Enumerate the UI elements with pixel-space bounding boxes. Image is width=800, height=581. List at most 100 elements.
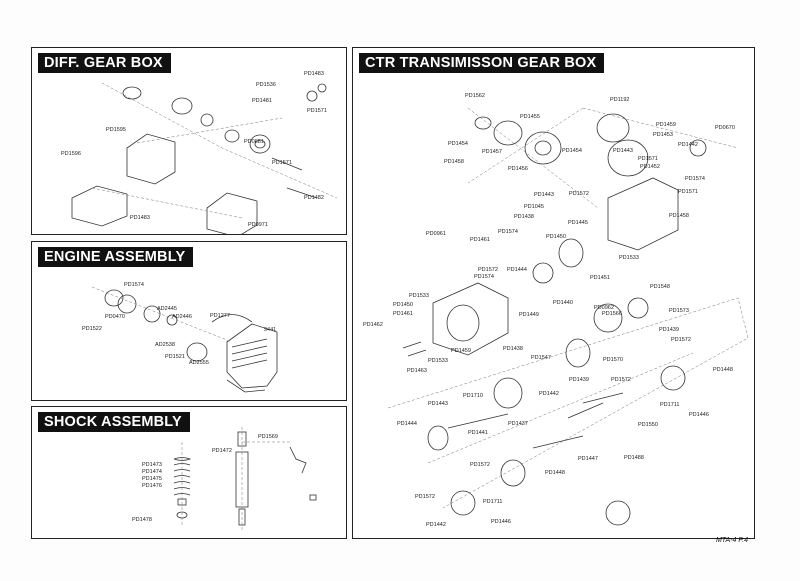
part-label: PD1461 (393, 311, 413, 317)
part-label: PD1574 (685, 176, 705, 182)
part-label: PD1572 (478, 267, 498, 273)
part-label: PD1438 (503, 346, 523, 352)
part-label: PD1439 (659, 327, 679, 333)
part-label: PD1455 (520, 114, 540, 120)
part-label: PD1711 (660, 402, 680, 408)
part-label: AD2445 (157, 306, 177, 312)
part-label: PD1454 (562, 148, 582, 154)
part-label: PD1711 (483, 499, 503, 505)
part-label: PD1441 (468, 430, 488, 436)
part-label: PD1595 (106, 127, 126, 133)
part-label: AD2538 (155, 342, 175, 348)
page-number: MTA-4 P.4 (715, 537, 748, 544)
part-label: PD1475 (142, 476, 162, 482)
part-label: PD1572 (569, 191, 589, 197)
shock-assembly-drawing (173, 427, 317, 532)
part-label: PD1569 (258, 434, 278, 440)
part-label: PD1574 (498, 229, 518, 235)
part-label: PD1571 (272, 160, 292, 166)
part-label: PD1574 (474, 274, 494, 280)
part-label: PD1444 (507, 267, 527, 273)
part-label: AD2446 (172, 314, 192, 320)
part-label: PD1550 (638, 422, 658, 428)
part-label: PD1481 (252, 98, 272, 104)
part-label: PD1571 (638, 156, 658, 162)
part-label: PD1452 (640, 164, 660, 170)
part-label: PD1456 (508, 166, 528, 172)
part-label: PD0961 (426, 231, 446, 237)
part-label: PD1483 (130, 215, 150, 221)
part-label: PD1438 (514, 214, 534, 220)
part-label: PD1277 (210, 313, 230, 319)
part-label: PD1572 (611, 377, 631, 383)
part-label: PD1572 (671, 337, 691, 343)
part-label: PD1488 (624, 455, 644, 461)
diff-gear-box-title: DIFF. GEAR BOX (38, 53, 171, 73)
part-label: PD1596 (61, 151, 81, 157)
part-label: PD1574 (124, 282, 144, 288)
engine-assembly-panel: ENGINE ASSEMBLY PD1574 PD0470 PD1522 AD2… (31, 241, 347, 401)
part-label: PD1548 (650, 284, 670, 290)
part-label: PD1571 (678, 189, 698, 195)
part-label: PD1192 (610, 97, 630, 103)
part-label: PD1572 (415, 494, 435, 500)
part-label: PD0962 (594, 305, 614, 311)
part-label: PD1449 (519, 312, 539, 318)
part-label: PD0470 (105, 314, 125, 320)
part-label: PD1459 (451, 348, 471, 354)
ctr-transmission-title: CTR TRANSIMISSON GEAR BOX (359, 53, 605, 73)
part-label: PD1443 (428, 401, 448, 407)
engine-assembly-title: ENGINE ASSEMBLY (38, 247, 194, 267)
part-label: PD1451 (590, 275, 610, 281)
part-label: PD1445 (568, 220, 588, 226)
part-label: PD1461 (470, 237, 490, 243)
part-label: PD1437 (508, 421, 528, 427)
part-label: PD1533 (428, 358, 448, 364)
part-label: PD1522 (82, 326, 102, 332)
shock-assembly-panel: SHOCK ASSEMBLY PD1569 PD1472 PD1473 PD14… (31, 406, 347, 539)
part-label: PD0971 (248, 222, 268, 228)
part-label: PD1472 (212, 448, 232, 454)
part-label: PD1710 (463, 393, 483, 399)
shock-assembly-title: SHOCK ASSEMBLY (38, 412, 190, 432)
part-label: PD1458 (444, 159, 464, 165)
part-label: PD1440 (553, 300, 573, 306)
part-label: PD1571 (307, 108, 327, 114)
part-label: PD1533 (619, 255, 639, 261)
part-label: PD1458 (669, 213, 689, 219)
part-label: PD1463 (407, 368, 427, 374)
part-label: PD1446 (689, 412, 709, 418)
part-label: PD0681 (244, 139, 264, 145)
part-label: PD1442 (539, 391, 559, 397)
part-label: PD1474 (142, 469, 162, 475)
part-label: PD1448 (713, 367, 733, 373)
part-label: PD1570 (603, 357, 623, 363)
part-label: PD1459 (656, 122, 676, 128)
part-label: PD1573 (669, 308, 689, 314)
part-label: PD1473 (142, 462, 162, 468)
part-label: PD1562 (465, 93, 485, 99)
part-label: PD1536 (256, 82, 276, 88)
part-label: PD1448 (545, 470, 565, 476)
part-label: PD1566 (602, 311, 622, 317)
part-label: PD1483 (304, 71, 324, 77)
part-label: PD1447 (578, 456, 598, 462)
part-label: PD1443 (613, 148, 633, 154)
part-label: PD1450 (393, 302, 413, 308)
part-label: PD1442 (678, 142, 698, 148)
part-label: PD1454 (448, 141, 468, 147)
part-label: PD1476 (142, 483, 162, 489)
ctr-transmission-panel: CTR TRANSIMISSON GEAR BOX PD1562 PD1455 … (352, 47, 755, 539)
part-label: 9441 (264, 327, 277, 333)
part-label: AD2555 (189, 360, 209, 366)
engine-assembly-drawing (91, 286, 278, 393)
part-label: PD1533 (409, 293, 429, 299)
part-label: PD1446 (491, 519, 511, 525)
part-label: PD1442 (426, 522, 446, 528)
part-label: PD1521 (165, 354, 185, 360)
part-label: PD1453 (653, 132, 673, 138)
diff-gear-box-drawing (71, 82, 338, 234)
part-label: PD1443 (534, 192, 554, 198)
part-label: PD1478 (132, 517, 152, 523)
part-label: PD1462 (363, 322, 383, 328)
